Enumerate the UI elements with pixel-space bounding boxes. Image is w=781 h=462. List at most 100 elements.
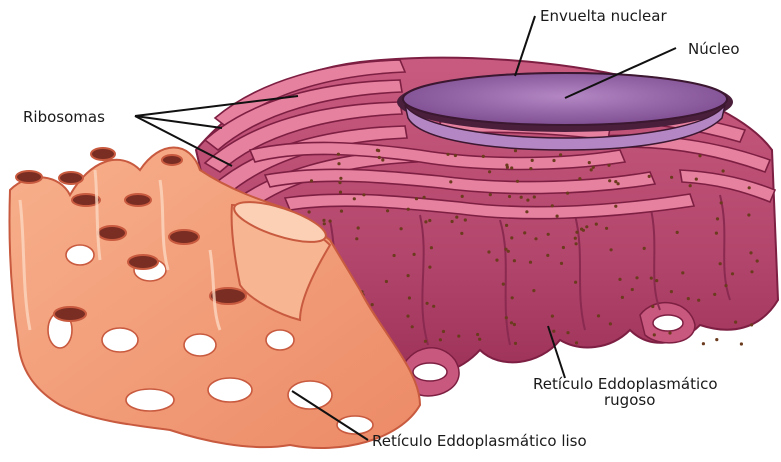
ribosome-dot	[695, 178, 698, 181]
ribosome-dot	[329, 220, 332, 223]
ribosome-dot	[552, 330, 555, 333]
ribosome-dot	[489, 193, 492, 196]
ribosome-dot	[617, 182, 620, 185]
nucleus	[397, 72, 733, 150]
ribosome-dot	[526, 199, 529, 202]
ribosome-dot	[310, 179, 313, 182]
ribosome-dot	[457, 335, 460, 338]
ribosome-dot	[385, 280, 388, 283]
ribosome-dot	[378, 156, 381, 159]
ribosome-dot	[504, 248, 507, 251]
ribosome-dot	[756, 259, 759, 262]
ribosome-dot	[747, 213, 750, 216]
ribosome-dot	[562, 246, 565, 249]
ribosome-dot	[442, 330, 445, 333]
ribosome-dot	[449, 180, 452, 183]
ribosome-dot	[575, 242, 578, 245]
ribosome-dot	[455, 216, 458, 219]
ribosome-dot	[487, 250, 490, 253]
ribosome-dot	[597, 314, 600, 317]
ribosome-dot	[556, 215, 559, 218]
ribosome-dot	[750, 323, 753, 326]
ribosome-dot	[651, 305, 654, 308]
ribosome-dot	[505, 316, 508, 319]
ribosome-dot	[687, 297, 690, 300]
ribosome-dot	[534, 237, 537, 240]
ribosome-dot	[355, 237, 358, 240]
ribosome-dot	[464, 218, 467, 221]
ribosome-dot	[488, 170, 491, 173]
ribosome-dot	[423, 196, 426, 199]
ribosome-dot	[340, 210, 343, 213]
ribosome-dot	[702, 342, 705, 345]
ribosome-dot	[552, 159, 555, 162]
ribosome-dot	[413, 253, 416, 256]
ribosome-dot	[621, 296, 624, 299]
ribosome-dot	[715, 338, 718, 341]
ribosome-dot	[514, 149, 517, 152]
ribosome-dot	[505, 224, 508, 227]
ribosome-dot	[511, 296, 514, 299]
ribosome-dot	[428, 219, 431, 222]
ribosome-dot	[533, 195, 536, 198]
ribosome-dot	[495, 259, 498, 262]
ribosome-dot	[338, 181, 341, 184]
ribosome-dot	[610, 248, 613, 251]
label-nucleus: Núcleo	[688, 40, 740, 58]
ribosome-dot	[676, 231, 679, 234]
ribosome-dot	[510, 321, 513, 324]
ribosome-dot	[580, 228, 583, 231]
ribosome-dot	[653, 333, 656, 336]
ribosome-dot	[614, 205, 617, 208]
ribosome-dot	[520, 196, 523, 199]
ribosome-dot	[516, 180, 519, 183]
ribosome-dot	[460, 232, 463, 235]
ribosome-dot	[339, 191, 342, 194]
ribosome-dot	[608, 179, 611, 182]
ribosome-dot	[482, 155, 485, 158]
ribosome-dot	[523, 231, 526, 234]
ribosome-dot	[670, 176, 673, 179]
ribosome-dot	[585, 225, 588, 228]
ribosome-dot	[648, 175, 651, 178]
ribosome-dot	[713, 293, 716, 296]
ribosome-dot	[724, 284, 727, 287]
ribosome-dot	[428, 266, 431, 269]
ribosome-dot	[750, 270, 753, 273]
ribosome-dot	[510, 166, 513, 169]
ribosome-dot	[722, 169, 725, 172]
label-rough-er-line2: rugoso	[604, 391, 655, 409]
ribosome-dot	[590, 168, 593, 171]
ribosome-dot	[734, 321, 737, 324]
ribosome-dot	[506, 166, 509, 169]
ribosome-dot	[643, 247, 646, 250]
ribosome-dot	[424, 220, 427, 223]
ribosome-dot	[371, 303, 374, 306]
ribosome-dot	[381, 158, 384, 161]
ribosome-dot	[337, 153, 340, 156]
ribosome-dot	[716, 217, 719, 220]
ribosome-dot	[531, 159, 534, 162]
ribosome-dot	[502, 283, 505, 286]
ribosome-dot	[547, 233, 550, 236]
ribosome-dot	[650, 277, 653, 280]
ribosome-dot	[393, 254, 396, 257]
ribosome-dot	[720, 201, 723, 204]
ribosome-dot	[588, 161, 591, 164]
ribosome-dot	[631, 288, 634, 291]
ribosome-dot	[525, 210, 528, 213]
ribosome-dot	[408, 296, 411, 299]
ribosome-dot	[551, 315, 554, 318]
ribosome-dot	[532, 289, 535, 292]
ribosome-dot	[668, 331, 671, 334]
ribosome-dot	[609, 322, 612, 325]
ribosome-dot	[478, 338, 481, 341]
ribosome-dot	[476, 333, 479, 336]
ribosome-dot	[689, 184, 692, 187]
ribosome-dot	[697, 299, 700, 302]
ribosome-dot	[454, 154, 457, 157]
ribosome-dot	[731, 272, 734, 275]
ribosome-dot	[439, 338, 442, 341]
